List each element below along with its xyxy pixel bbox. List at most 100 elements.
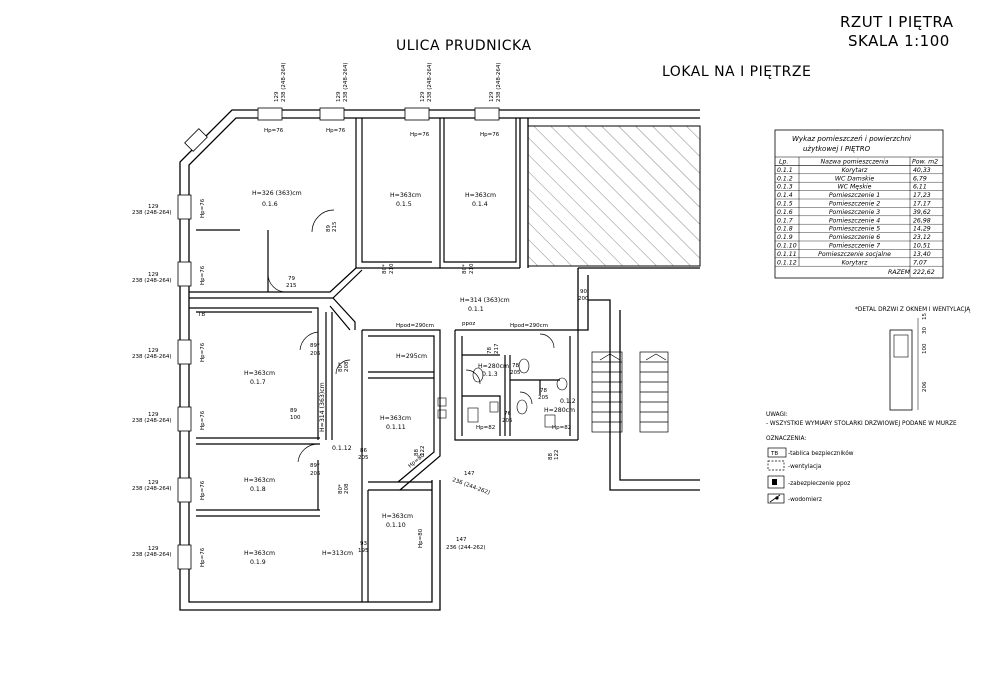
sill-label: Hp=76 [200, 410, 206, 430]
table-cell-lp: 0.1.6 [777, 209, 793, 216]
door-width: 89 [326, 225, 332, 232]
sill-label: Hp=76 [200, 198, 206, 218]
window-dim: 129 [148, 412, 159, 418]
door-detail: *DETAL DRZWI Z OKNEM I WENTYLACJĄ 15 30 … [855, 307, 971, 411]
outer-walls [179, 109, 700, 611]
table-cell-area: 17,23 [913, 192, 931, 199]
room-0-1-4-height: H=363cm [465, 192, 496, 199]
window-dim: 238 (248-264) [132, 354, 172, 360]
table-cell-area: 13,40 [913, 251, 931, 258]
room-0-1-6-id: 0.1.6 [262, 201, 278, 208]
table-cell-name: Pomieszczenie 5 [829, 226, 880, 233]
door-width: 90 [580, 289, 587, 295]
window-dim: 238 (248-264) [496, 62, 502, 102]
window-dim: 238 (248-264) [132, 552, 172, 558]
table-cell-name: Pomieszczenie 7 [829, 243, 880, 250]
table-cell-name: Pomieszczenie 4 [829, 217, 880, 224]
room-labels: H=326 (363)cm 0.1.6 H=363cm 0.1.5 H=363c… [244, 190, 576, 566]
table-cell-name: Pomieszczenie 1 [829, 192, 880, 199]
drawing-title-line2: SKALA 1:100 [848, 32, 950, 50]
window-dim: 129 [148, 546, 159, 552]
table-heading-2: użytkowej I PIĘTRO [803, 145, 871, 153]
room-0-1-3-height: H=280cm [478, 363, 509, 370]
table-cell-lp: 0.1.8 [777, 226, 793, 233]
window-dim: 129 [148, 204, 159, 210]
detail-dim: 30 [922, 327, 928, 334]
sill-label: Hp=76 [410, 132, 430, 138]
door-width: 79 [288, 276, 295, 282]
table-cell-lp: 0.1.3 [777, 184, 793, 191]
legend-vent: -wentylacja [788, 464, 822, 470]
table-cell-area: 6,79 [913, 175, 927, 182]
room-0-1-12-height: H=314 (363)cm [319, 382, 326, 432]
detail-dim: 15 [922, 313, 928, 320]
sill-label: Hp=76 [480, 132, 500, 138]
door-height: 208 [344, 361, 350, 372]
sill-label: Hp=82 [552, 425, 571, 431]
ventilation-icon [767, 460, 785, 471]
sill-label: Hp=76 [200, 342, 206, 362]
door-height: 205 [310, 351, 321, 357]
window-dim: 238 (248-264) [281, 62, 287, 102]
legend-meter: -wodomierz [788, 497, 822, 503]
table-cell-area: 6,11 [913, 184, 927, 191]
door-height: 100 [290, 415, 301, 421]
notes-label: UWAGI: [766, 412, 788, 418]
door-height: 205 [502, 418, 513, 424]
detail-caption: *DETAL DRZWI Z OKNEM I WENTYLACJĄ [855, 307, 971, 313]
table-cell-name: Pomieszczenie 3 [829, 209, 880, 216]
table-col-lp: Lp. [779, 159, 788, 166]
room-0-1-5-height: H=363cm [390, 192, 421, 199]
table-cell-lp: 0.1.5 [777, 201, 793, 208]
top-windows [257, 107, 500, 121]
table-cell-lp: 0.1.7 [777, 217, 793, 224]
table-heading-1: Wykaz pomieszczeń i powierzchni [792, 135, 911, 143]
room-0-1-11-height: H=363cm [380, 415, 411, 422]
room-0-1-1-height: H=314 (363)cm [460, 297, 510, 304]
hatched-shaft-area [527, 125, 701, 267]
table-cell-lp: 0.1.4 [777, 192, 793, 199]
door-width: 89* [310, 343, 320, 349]
door-height: 215 [332, 221, 338, 232]
door-height: 195 [358, 548, 369, 554]
room-0-1-12-id: 0.1.12 [332, 445, 352, 452]
room-0-1-6-height: H=326 (363)cm [252, 190, 302, 197]
fire-protection-icon [767, 475, 785, 489]
tb-panel-icon [767, 447, 787, 458]
door-swings [267, 209, 555, 463]
table-cell-area: 40,33 [913, 167, 931, 174]
table-cell-lp: 0.1.2 [777, 175, 793, 182]
interior-walls [189, 118, 579, 602]
room-0-1-4-id: 0.1.4 [472, 201, 488, 208]
room-0-1-9-id: 0.1.9 [250, 559, 266, 566]
water-meter-icon [767, 493, 785, 504]
table-cell-area: 23,12 [913, 234, 931, 241]
hall-295-height: H=295cm [396, 353, 427, 360]
door-height: 205 [358, 455, 369, 461]
door-height: 217 [494, 343, 500, 354]
door-height: 122 [554, 450, 560, 461]
notes-text: - WSZYSTKIE WYMIARY STOLARKI DRZWIOWEJ P… [766, 421, 957, 427]
door-width: 88 [548, 453, 554, 460]
room-0-1-8-height: H=363cm [244, 477, 275, 484]
sill-label: Hp=82 [476, 425, 495, 431]
street-name: ULICA PRUDNICKA [396, 38, 532, 54]
legend: OZNACZENIA: TB -tablica bezpieczników -w… [766, 436, 854, 504]
door-width: 80* [462, 264, 468, 274]
room-0-1-5-id: 0.1.5 [396, 201, 412, 208]
window-dim: 129 [489, 91, 495, 102]
room-0-1-1-id: 0.1.1 [468, 306, 484, 313]
room-0-1-10-height: H=363cm [382, 513, 413, 520]
room-0-1-7-height: H=363cm [244, 370, 275, 377]
sill-label: Hp=76 [200, 265, 206, 285]
window-dim: 236 (244-262) [446, 545, 486, 551]
door-width: 76 [504, 411, 511, 417]
table-total-label: RAZEM [888, 269, 911, 276]
room-0-1-9-height: H=363cm [244, 550, 275, 557]
fixtures [437, 358, 568, 428]
window-dim: 238 (248-264) [132, 210, 172, 216]
door-height: 205 [510, 370, 521, 376]
window-dim: 147 [456, 537, 467, 543]
